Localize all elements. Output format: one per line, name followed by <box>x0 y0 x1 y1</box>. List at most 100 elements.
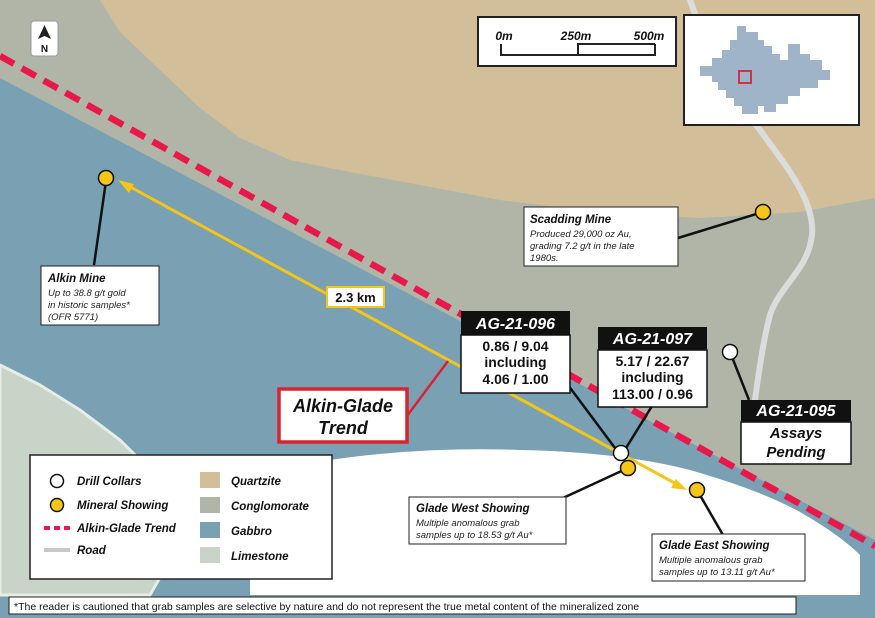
alkin-mine-line-2: in historic samples* <box>48 300 130 311</box>
alkin-glade-trend-line <box>0 53 875 549</box>
scadding-mine-line-3: 1980s. <box>530 253 559 264</box>
arrowhead-start <box>118 180 134 193</box>
footnote-text: *The reader is cautioned that grab sampl… <box>14 601 639 613</box>
alkin-mine-line-3: (OFR 5771) <box>48 312 98 323</box>
north-arrow: N <box>30 20 59 57</box>
scadding-mine-marker[interactable] <box>754 203 772 221</box>
legend-gabbro-swatch <box>200 522 220 538</box>
scale-label-250: 250m <box>560 29 592 43</box>
legend-limestone: Limestone <box>231 551 289 563</box>
glade-east-line-1: Multiple anomalous grab <box>659 555 763 566</box>
leader-scadding <box>677 210 764 240</box>
distance-measure: 2.3 km <box>118 180 687 490</box>
distance-label-box <box>326 286 385 308</box>
trend-label-box <box>277 387 409 444</box>
ag-21-095-body <box>740 421 852 465</box>
scale-bar-box <box>477 16 677 67</box>
ag-21-097-callout: AG-21-097 5.17 / 22.67 including 113.00 … <box>597 327 708 408</box>
glade-east-title: Glade East Showing <box>659 540 770 552</box>
distance-label: 2.3 km <box>335 290 375 305</box>
north-label: N <box>41 44 48 55</box>
legend: Drill Collars Mineral Showing Alkin-Glad… <box>29 454 333 580</box>
inset-map <box>683 14 860 126</box>
ag-21-097-body <box>597 349 708 408</box>
ag-21-096-line-2: including <box>484 354 546 370</box>
trend-label: Alkin-Glade Trend <box>277 387 409 444</box>
ag-21-096-line-1: 0.86 / 9.04 <box>482 338 548 354</box>
ag-21-096-id: AG-21-096 <box>475 316 555 333</box>
glade-east-box <box>651 533 806 582</box>
leader-ag096 <box>563 380 617 449</box>
glade-west-marker[interactable] <box>619 459 637 477</box>
legend-road: Road <box>77 545 107 557</box>
legend-drill-collar-icon <box>49 473 65 489</box>
leader-ag095 <box>730 356 751 401</box>
scale-label-0: 0m <box>495 29 513 43</box>
legend-limestone-swatch <box>200 547 220 563</box>
legend-box <box>29 454 333 580</box>
legend-mineral-showing: Mineral Showing <box>77 500 168 512</box>
legend-mineral-showing-icon <box>49 497 65 513</box>
legend-quartzite: Quartzite <box>231 476 281 488</box>
alkin-mine-title: Alkin Mine <box>47 273 106 285</box>
north-arrow-box <box>30 20 59 57</box>
ag-21-095-callout: AG-21-095 Assays Pending <box>740 400 852 465</box>
north-arrow-icon <box>38 25 51 39</box>
ag-21-096-line-3: 4.06 / 1.00 <box>482 371 548 387</box>
leader-alkin <box>92 180 108 266</box>
alkin-mine-marker[interactable] <box>97 169 115 187</box>
ag-21-097-line-1: 5.17 / 22.67 <box>616 353 690 369</box>
ag-21-096-callout: AG-21-096 0.86 / 9.04 including 4.06 / 1… <box>460 311 571 394</box>
scale-label-500: 500m <box>634 29 665 43</box>
scale-bar: 0m 250m 500m <box>477 16 677 67</box>
ag-21-095-id: AG-21-095 <box>755 403 836 420</box>
footnote-box <box>8 596 797 615</box>
glade-west-callout: Glade West Showing Multiple anomalous gr… <box>408 496 567 545</box>
ag-21-095-collar[interactable] <box>721 343 739 361</box>
ag-21-096-body <box>460 334 571 394</box>
glade-west-title: Glade West Showing <box>416 503 530 515</box>
distance-line <box>122 181 683 489</box>
alkin-mine-box <box>40 265 160 326</box>
ag-21-095-header <box>741 400 851 422</box>
ag-21-097-line-2: including <box>621 369 683 385</box>
legend-gabbro: Gabbro <box>231 526 272 538</box>
footnote: *The reader is cautioned that grab sampl… <box>8 596 797 615</box>
leader-trend-label <box>405 360 450 417</box>
scale-bar-graphic <box>500 43 656 56</box>
glade-west-line-2: samples up to 18.53 g/t Au* <box>416 530 533 541</box>
trend-label-line-1: Alkin-Glade <box>292 396 393 416</box>
glade-east-line-2: samples up to 13.11 g/t Au* <box>659 567 775 578</box>
ag-21-096-header <box>461 311 570 335</box>
leader-lines <box>92 180 764 536</box>
ag-21-095-line-2: Pending <box>766 444 825 461</box>
inset-location-marker <box>738 70 752 84</box>
alkin-mine-callout: Alkin Mine Up to 38.8 g/t gold in histor… <box>40 265 160 326</box>
ag-21-097-line-3: 113.00 / 0.96 <box>612 386 693 402</box>
scadding-mine-title: Scadding Mine <box>530 214 612 226</box>
scadding-mine-line-2: grading 7.2 g/t in the late <box>530 241 635 252</box>
legend-drill-collars: Drill Collars <box>77 476 142 488</box>
glade-east-marker[interactable] <box>688 481 706 499</box>
ag-21-095-line-1: Assays <box>769 425 823 442</box>
scadding-mine-line-1: Produced 29,000 oz Au, <box>530 229 632 240</box>
leader-glade-east <box>695 489 725 536</box>
legend-alkin-glade-trend: Alkin-Glade Trend <box>76 523 177 535</box>
alkin-mine-line-1: Up to 38.8 g/t gold <box>48 288 126 299</box>
glade-west-line-1: Multiple anomalous grab <box>416 518 520 529</box>
scadding-mine-box <box>523 206 679 267</box>
ag-21-097-header <box>598 327 707 350</box>
glade-east-callout: Glade East Showing Multiple anomalous gr… <box>651 533 806 582</box>
legend-conglomerate: Conglomorate <box>231 501 310 513</box>
ag-21-097-id: AG-21-097 <box>612 331 693 348</box>
arrowhead-end <box>671 479 687 490</box>
ag-21-096-collar[interactable] <box>612 444 630 462</box>
quartzite-unit <box>100 0 875 218</box>
leader-glade-west <box>562 466 629 500</box>
legend-quartzite-swatch <box>200 472 220 488</box>
scadding-mine-callout: Scadding Mine Produced 29,000 oz Au, gra… <box>523 206 679 267</box>
glade-west-box <box>408 496 567 545</box>
legend-conglomerate-swatch <box>200 497 220 513</box>
